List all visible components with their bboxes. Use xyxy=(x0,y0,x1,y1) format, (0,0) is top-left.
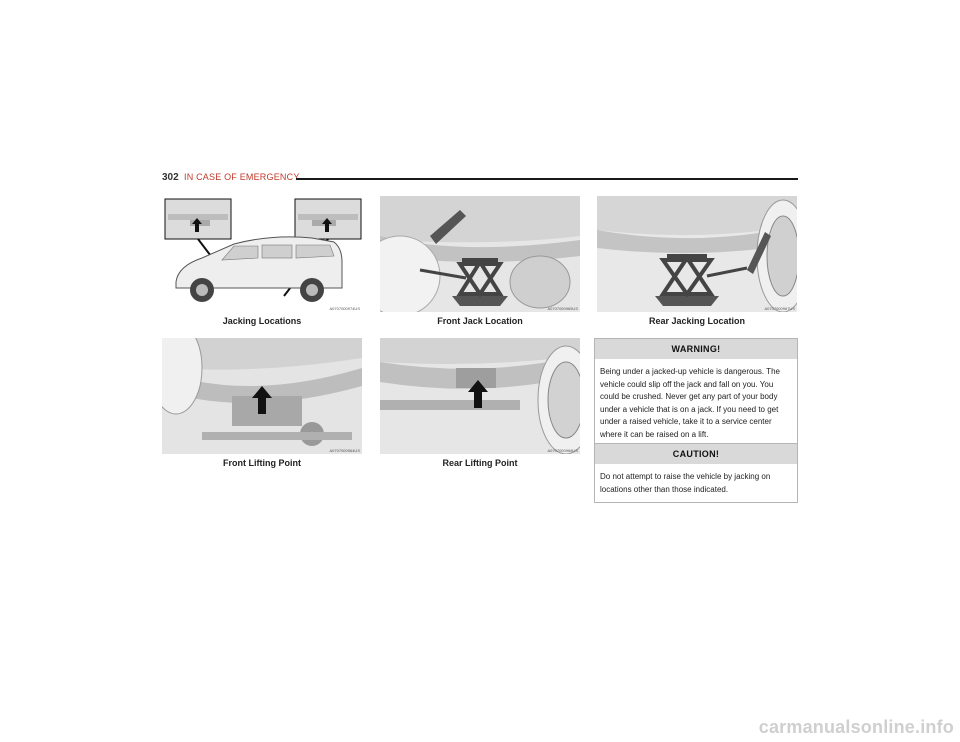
figure-caption: Rear Lifting Point xyxy=(442,458,518,468)
figure-jacking-locations: A0707000974US xyxy=(162,196,362,312)
figure-code: A0707000964US xyxy=(329,448,360,453)
figure-caption: Jacking Locations xyxy=(222,316,302,326)
caution-box: CAUTION! Do not attempt to raise the veh… xyxy=(594,443,798,503)
rear-jack-illustration xyxy=(597,196,797,312)
up-arrow-icon xyxy=(252,386,272,414)
page-number: 302 xyxy=(162,172,179,183)
section-title: IN CASE OF EMERGENCY xyxy=(184,172,300,182)
rear-lift-illustration xyxy=(380,338,580,454)
caution-title: CAUTION! xyxy=(595,444,797,464)
caution-text: Do not attempt to raise the vehicle by j… xyxy=(600,472,771,494)
figure-front-jack-location: A0707000965US xyxy=(380,196,580,312)
minivan-illustration xyxy=(162,196,362,312)
up-arrow-icon xyxy=(468,380,488,408)
figure-caption: Front Jack Location xyxy=(437,316,523,326)
warning-text: Being under a jacked-up vehicle is dange… xyxy=(600,367,780,439)
figure-caption: Front Lifting Point xyxy=(223,458,301,468)
figure-code: A0707000974US xyxy=(329,306,360,311)
warning-title: WARNING! xyxy=(595,339,797,359)
figure-caption: Rear Jacking Location xyxy=(648,316,746,326)
page-header: 302 IN CASE OF EMERGENCY xyxy=(162,172,798,186)
figure-code: A0707000965US xyxy=(547,306,578,311)
figure-rear-lifting-point: A0707000968US xyxy=(380,338,580,454)
header-rule xyxy=(296,178,798,180)
up-arrow-icon xyxy=(192,218,202,232)
footer-watermark: carmanualsonline.info xyxy=(758,717,954,737)
warning-box: WARNING! Being under a jacked-up vehicle… xyxy=(594,338,798,448)
figure-front-lifting-point: A0707000964US xyxy=(162,338,362,454)
front-jack-illustration xyxy=(380,196,580,312)
up-arrow-icon xyxy=(322,218,332,232)
figure-rear-jacking-location: A0707000967US xyxy=(597,196,797,312)
figure-code: A0707000967US xyxy=(764,306,795,311)
figure-code: A0707000968US xyxy=(547,448,578,453)
